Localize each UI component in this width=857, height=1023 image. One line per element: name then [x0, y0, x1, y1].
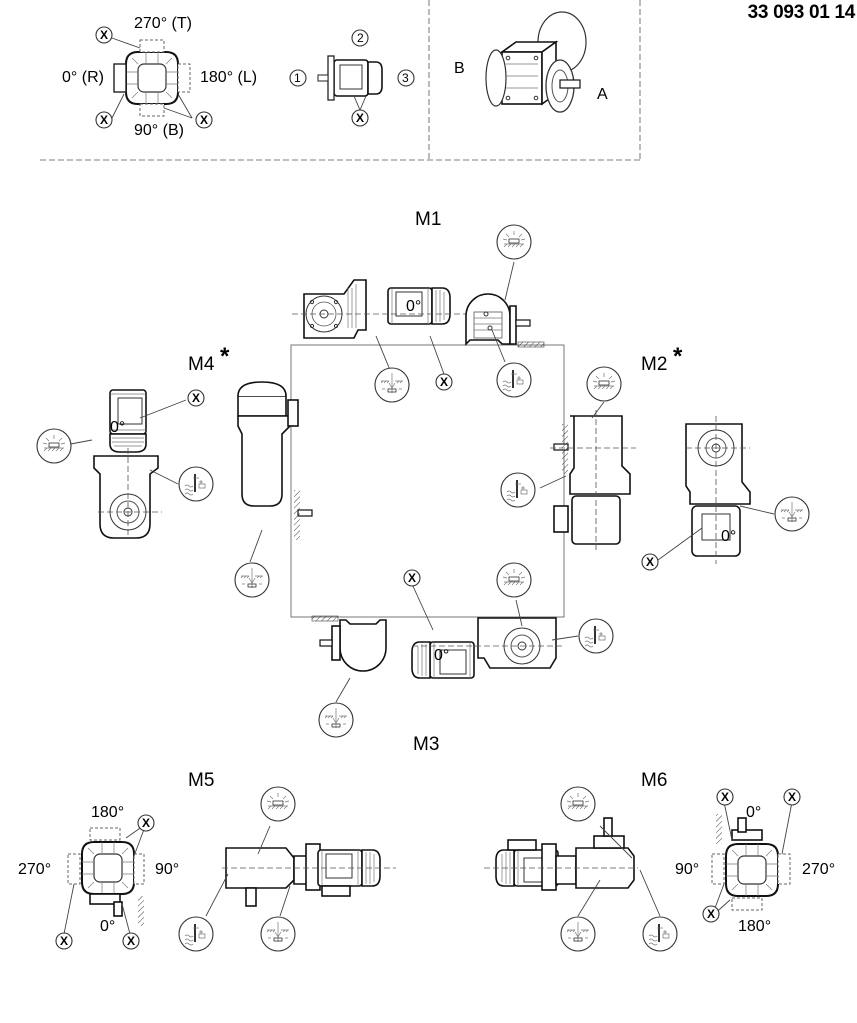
mounting-position-m2-label: M2 — [641, 354, 668, 375]
oil-drain-icon — [260, 916, 296, 952]
m6-angle-bottom: 180° — [738, 918, 772, 935]
oil-level-icon — [178, 916, 214, 952]
oil-level-icon — [500, 472, 536, 508]
m4-side-view — [237, 381, 313, 540]
cable-entry-3-label: 3 — [402, 71, 409, 85]
m6-terminal-box-view — [711, 801, 793, 917]
m5-terminal-box-view — [63, 823, 147, 935]
shaft-side-b-label: B — [454, 60, 465, 77]
shaft-side-a-label: A — [597, 86, 608, 103]
cable-entry-legend — [289, 29, 415, 127]
vent-icon — [36, 428, 72, 464]
m5-angle-right: 90° — [155, 861, 180, 878]
marker-x-icon — [702, 905, 720, 923]
oil-drain-icon — [374, 367, 410, 403]
m5-side-view — [222, 843, 396, 907]
m3-gear-front — [412, 617, 562, 669]
marker-x-icon — [641, 553, 659, 571]
m2-terminal-angle: 0° — [721, 528, 737, 545]
vent-icon — [560, 786, 596, 822]
legend-frame — [40, 0, 641, 161]
mounting-position-m6-label: M6 — [641, 770, 668, 791]
terminal-position-right-label: 0° (R) — [62, 69, 104, 86]
m1-terminal-angle: 0° — [406, 298, 422, 315]
marker-x-icon — [122, 932, 140, 950]
m4-terminal-angle: 0° — [110, 419, 126, 436]
terminal-position-bottom-label: 90° (B) — [134, 122, 184, 139]
marker-x-icon — [137, 814, 155, 832]
terminal-position-top-label: 270° (T) — [134, 15, 192, 32]
marker-x-icon — [55, 932, 73, 950]
vent-icon — [260, 786, 296, 822]
marker-x-icon — [195, 111, 213, 129]
terminal-box-position-legend — [95, 26, 213, 129]
mounting-position-m5-label: M5 — [188, 770, 215, 791]
marker-x-icon — [95, 26, 113, 44]
m2-side-view — [550, 410, 636, 550]
oil-level-icon — [178, 466, 214, 502]
marker-x-icon — [783, 788, 801, 806]
oil-drain-icon — [560, 916, 596, 952]
m2-asterisk: * — [673, 343, 683, 370]
m6-angle-right: 270° — [802, 861, 836, 878]
marker-x-icon — [351, 109, 369, 127]
marker-x-icon — [95, 111, 113, 129]
marker-x-icon — [716, 788, 734, 806]
m1-side-view — [465, 293, 545, 348]
marker-x-icon — [187, 389, 205, 407]
mounting-position-m1-label: M1 — [415, 209, 442, 230]
m6-angle-left: 90° — [675, 861, 700, 878]
cable-entry-2-label: 2 — [357, 31, 364, 45]
gearbox-isometric-illustration — [485, 11, 587, 113]
m3-terminal-angle: 0° — [434, 647, 450, 664]
document-number: 33 093 01 14 — [747, 2, 856, 23]
m4-gear-front — [93, 448, 162, 539]
m6-angle-top: 0° — [746, 804, 762, 821]
cable-entry-1-label: 1 — [294, 71, 301, 85]
m5-angle-left: 270° — [18, 861, 52, 878]
marker-x-icon — [435, 373, 453, 391]
oil-drain-icon — [234, 562, 270, 598]
oil-level-icon — [496, 362, 532, 398]
oil-level-icon — [578, 618, 614, 654]
m1-front-view — [292, 279, 472, 339]
vent-icon — [496, 562, 532, 598]
vent-icon — [586, 366, 622, 402]
vent-icon — [496, 224, 532, 260]
oil-level-icon — [642, 916, 678, 952]
m2-front-view — [685, 416, 751, 564]
m6-side-view — [484, 817, 638, 891]
m5-angle-bottom: 0° — [100, 918, 116, 935]
mounting-position-m4-label: M4 — [188, 354, 215, 375]
oil-drain-icon — [774, 496, 810, 532]
m3-side-view — [311, 615, 387, 672]
oil-drain-icon — [318, 702, 354, 738]
marker-x-icon — [403, 569, 421, 587]
terminal-position-left-label: 180° (L) — [200, 69, 258, 86]
m5-angle-top: 180° — [91, 804, 125, 821]
m4-asterisk: * — [220, 343, 230, 370]
mounting-position-m3-label: M3 — [413, 734, 440, 755]
